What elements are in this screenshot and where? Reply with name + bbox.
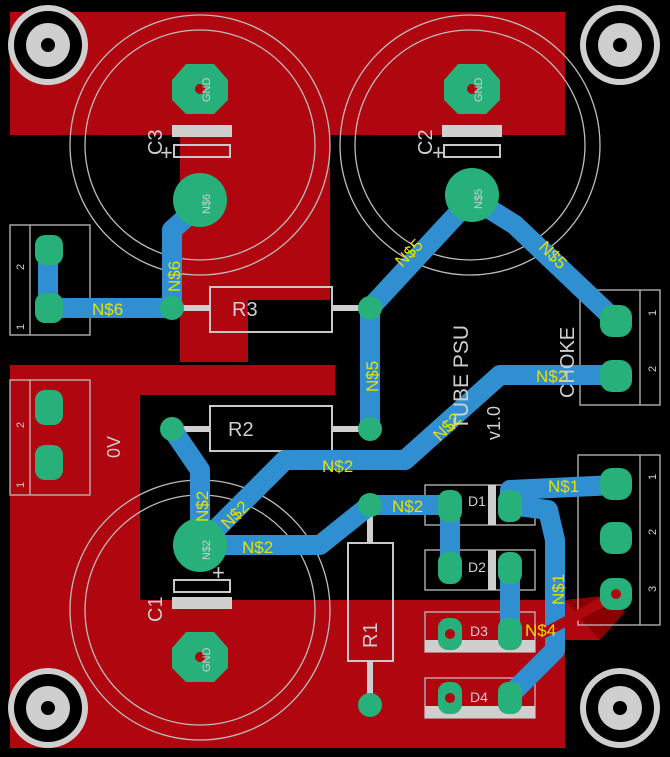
net-n2-diode: N$2 <box>392 497 423 516</box>
label-choke: CHOKE <box>557 327 579 398</box>
label-d4: D4 <box>470 689 488 705</box>
svg-text:+: + <box>160 140 173 165</box>
pin-1-choke: 1 <box>647 310 659 316</box>
c3-body: + <box>160 125 232 165</box>
pin-2-choke: 2 <box>647 366 659 372</box>
net-n1-horizontal: N$1 <box>548 477 579 496</box>
n4-copper-link <box>537 592 615 640</box>
terminal-block-choke <box>579 289 661 406</box>
designators: C3 C2 C1 R3 R2 R1 D1 D2 D3 D4 0V CHOKE T… <box>104 129 579 705</box>
pin-2-rect: 2 <box>647 529 659 535</box>
label-r2: R2 <box>228 419 254 441</box>
diode-d2-outline <box>424 549 536 591</box>
pad-gnd-c1: GND <box>201 648 213 673</box>
label-c3: C3 <box>145 129 167 155</box>
mounting-hole-top-right <box>580 5 660 85</box>
label-r3: R3 <box>232 299 258 321</box>
mounting-hole-bottom-right <box>580 668 660 748</box>
terminal-block-rectifier <box>577 454 661 626</box>
pad-n5-c2: N$5 <box>473 189 485 209</box>
mounting-hole-top-left <box>8 5 88 85</box>
label-d2: D2 <box>468 559 486 575</box>
label-d1: D1 <box>468 493 486 509</box>
resistor-r2-outline <box>172 405 370 452</box>
pads <box>35 64 632 717</box>
board-title: TUBE PSU <box>450 325 473 430</box>
pin-1-rect: 1 <box>647 474 659 480</box>
capacitor-c3-outline <box>69 14 331 276</box>
pad-n6-c3: N$6 <box>201 194 213 214</box>
net-n2-choke: N$2 <box>536 367 567 386</box>
label-c1: C1 <box>145 596 167 622</box>
pin-1-left-top: 1 <box>15 324 27 330</box>
pin-1-left-bottom: 1 <box>15 482 27 488</box>
mounting-hole-bottom-left <box>8 668 88 748</box>
pad-gnd-c3: GND <box>201 78 213 103</box>
pin-numbers: 2 1 2 1 1 2 1 2 3 <box>15 264 659 592</box>
net-n6-horizontal: N$6 <box>92 300 123 319</box>
net-n2-vertical: N$2 <box>193 491 212 522</box>
net-n6-vertical: N$6 <box>165 261 184 292</box>
pin-3-rect: 3 <box>647 586 659 592</box>
pad-n2-c1: N$2 <box>201 540 213 560</box>
pad-gnd-c2: GND <box>473 78 485 103</box>
terminal-block-left-top <box>9 224 91 336</box>
label-c2: C2 <box>415 129 437 155</box>
pin-2-left-top: 2 <box>15 264 27 270</box>
label-r1: R1 <box>360 622 382 648</box>
svg-text:+: + <box>432 140 445 165</box>
net-n2-middle: N$2 <box>322 457 353 476</box>
c1-body: + <box>172 560 232 609</box>
board-version: v1.0 <box>484 406 504 440</box>
pin-2-left-bottom: 2 <box>15 422 27 428</box>
c2-body: + <box>432 125 502 165</box>
net-n2-bottom: N$2 <box>242 538 273 557</box>
label-0v: 0V <box>104 436 124 458</box>
pad-labels: GND GND GND N$6 N$5 N$2 <box>201 78 485 673</box>
label-d3: D3 <box>470 623 488 639</box>
net-n5-vertical: N$5 <box>363 361 382 392</box>
terminal-block-left-bottom <box>9 379 91 496</box>
pad-drills <box>195 84 621 703</box>
capacitor-c2-outline <box>339 14 601 276</box>
net-n4: N$4 <box>525 621 556 640</box>
net-n1-vertical: N$1 <box>549 574 568 605</box>
